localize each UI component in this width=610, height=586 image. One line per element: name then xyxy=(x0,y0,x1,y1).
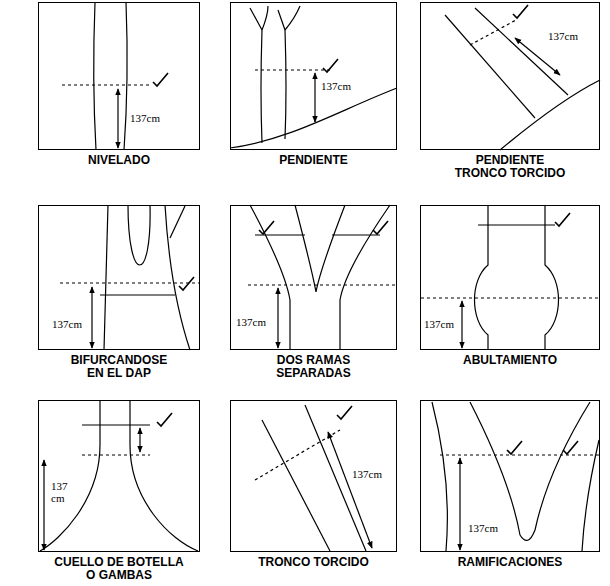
panel-caption: BIFURCANDOSE EN EL DAP xyxy=(64,354,174,380)
panel-caption: PENDIENTE TRONCO TORCIDO xyxy=(450,154,570,180)
tree-panel: 137cmNIVELADO xyxy=(38,2,200,150)
height-dimension: 137cm xyxy=(130,112,160,124)
height-dimension: 137 cm xyxy=(51,480,73,504)
height-dimension: 137cm xyxy=(352,468,382,480)
height-dimension: 137cm xyxy=(424,318,454,330)
panel-caption: TRONCO TORCIDO xyxy=(234,556,394,569)
height-dimension: 137cm xyxy=(468,522,498,534)
panel-caption: ABULTAMIENTO xyxy=(430,354,590,367)
tree-panel: 137cmTRONCO TORCIDO xyxy=(230,400,397,552)
tree-panel: 137cmBIFURCANDOSE EN EL DAP xyxy=(38,205,200,350)
panel-caption: RAMIFICACIONES xyxy=(425,556,595,569)
tree-panel: 137cmDOS RAMAS SEPARADAS xyxy=(230,205,397,350)
tree-panel: 137 cmCUELLO DE BOTELLA O GAMBAS xyxy=(38,400,200,552)
panel-caption: CUELLO DE BOTELLA O GAMBAS xyxy=(49,556,189,582)
panel-caption: DOS RAMAS SEPARADAS xyxy=(266,354,361,380)
height-dimension: 137cm xyxy=(548,30,578,42)
tree-panel: 137cmPENDIENTE TRONCO TORCIDO xyxy=(420,2,600,150)
height-dimension: 137cm xyxy=(321,80,351,92)
height-dimension: 137cm xyxy=(52,318,82,330)
tree-panel: 137cmRAMIFICACIONES xyxy=(420,400,600,552)
panel-caption: NIVELADO xyxy=(39,154,199,167)
tree-panel: 137cmPENDIENTE xyxy=(230,2,397,150)
height-dimension: 137cm xyxy=(236,316,266,328)
tree-panel: 137cmABULTAMIENTO xyxy=(420,205,600,350)
panel-caption: PENDIENTE xyxy=(234,154,394,167)
